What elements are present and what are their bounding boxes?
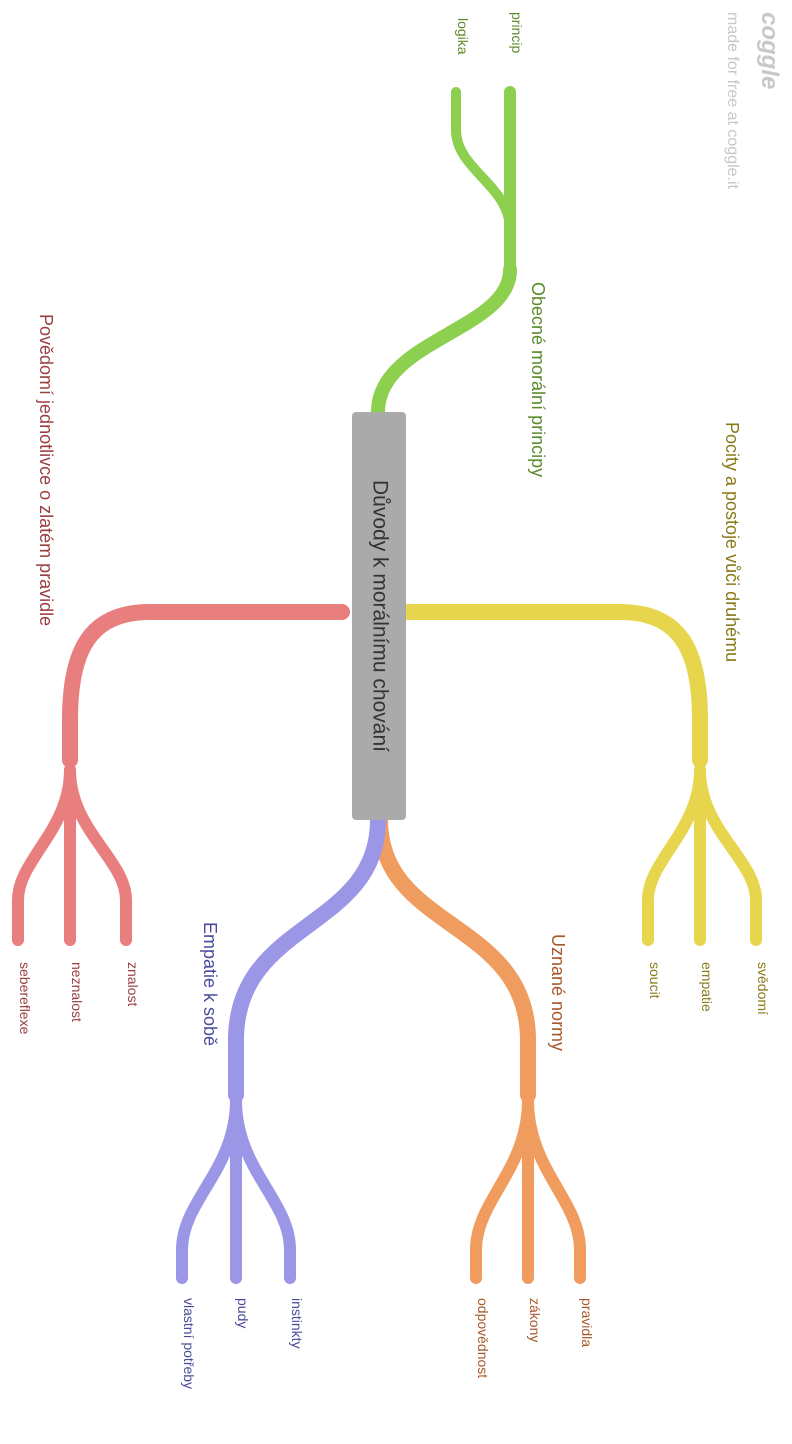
branch-orange-child-odpovednost[interactable] (470, 1094, 534, 1284)
branch-green-child-logika[interactable] (451, 87, 515, 235)
branch-red-child-label-znalost[interactable]: znalost (125, 962, 141, 1006)
branch-orange-child-label-odpovednost[interactable]: odpovědnost (475, 1298, 491, 1378)
branch-red-child-sebereflexe[interactable] (12, 764, 76, 946)
coggle-watermark[interactable]: coggle made for free at coggle.it (724, 12, 783, 190)
branch-purple-trunk[interactable] (228, 812, 386, 1103)
branch-purple-child-label-vlastni-potreby[interactable]: vlastní potřeby (181, 1298, 197, 1389)
branch-yellow (398, 604, 762, 946)
coggle-tagline[interactable]: made for free at coggle.it (724, 12, 741, 190)
branch-green-child-label-logika[interactable]: logika (455, 18, 471, 55)
branch-green-child-label-princip[interactable]: princip (509, 12, 525, 53)
labels: Obecné morální principy princip logika P… (17, 12, 771, 1389)
branch-yellow-child-soucit[interactable] (642, 764, 706, 946)
branch-red-trunk[interactable] (62, 604, 350, 768)
branch-purple-child-label-pudy[interactable]: pudy (235, 1298, 251, 1328)
branch-red (12, 604, 350, 946)
branch-green-label[interactable]: Obecné morální principy (528, 282, 548, 477)
coggle-logo[interactable]: coggle (756, 12, 783, 89)
branch-red-child-label-sebereflexe[interactable]: sebereflexe (17, 962, 33, 1035)
branch-purple-label[interactable]: Empatie k sobě (200, 922, 220, 1046)
branch-orange-child-label-pravidla[interactable]: pravidla (579, 1298, 595, 1347)
branch-green-trunk[interactable] (371, 263, 517, 419)
branch-purple (176, 812, 386, 1284)
branch-red-label[interactable]: Povědomí jednotlivce o zlatém pravidle (36, 314, 56, 626)
branch-green (371, 86, 517, 419)
root-node-box[interactable] (352, 412, 406, 820)
branch-orange-label[interactable]: Uznané normy (548, 934, 568, 1051)
branch-yellow-child-label-empatie[interactable]: empatie (699, 962, 715, 1012)
branch-yellow-child-label-svedomi[interactable]: svědomí (755, 962, 771, 1015)
branch-purple-child-vlastni-potreby[interactable] (176, 1094, 242, 1284)
branch-yellow-child-svedomi[interactable] (694, 764, 762, 946)
branch-yellow-trunk[interactable] (398, 604, 708, 768)
root-node[interactable]: Důvody k morálnímu chování (352, 412, 406, 820)
branch-red-child-znalost[interactable] (64, 764, 132, 946)
branch-orange-child-pravidla[interactable] (522, 1094, 586, 1284)
branch-yellow-child-label-soucit[interactable]: soucit (647, 962, 663, 999)
branch-orange-child-label-zakony[interactable]: zákony (527, 1298, 543, 1342)
branch-orange-trunk[interactable] (372, 812, 536, 1103)
branch-purple-child-instinkty[interactable] (230, 1094, 296, 1284)
branch-red-child-label-neznalost[interactable]: neznalost (69, 962, 85, 1022)
branch-yellow-label[interactable]: Pocity a postoje vůči druhému (722, 422, 742, 662)
root-node-label: Důvody k morálnímu chování (368, 480, 391, 752)
branch-orange (372, 812, 586, 1284)
branch-purple-child-label-instinkty[interactable]: instinkty (289, 1298, 305, 1349)
